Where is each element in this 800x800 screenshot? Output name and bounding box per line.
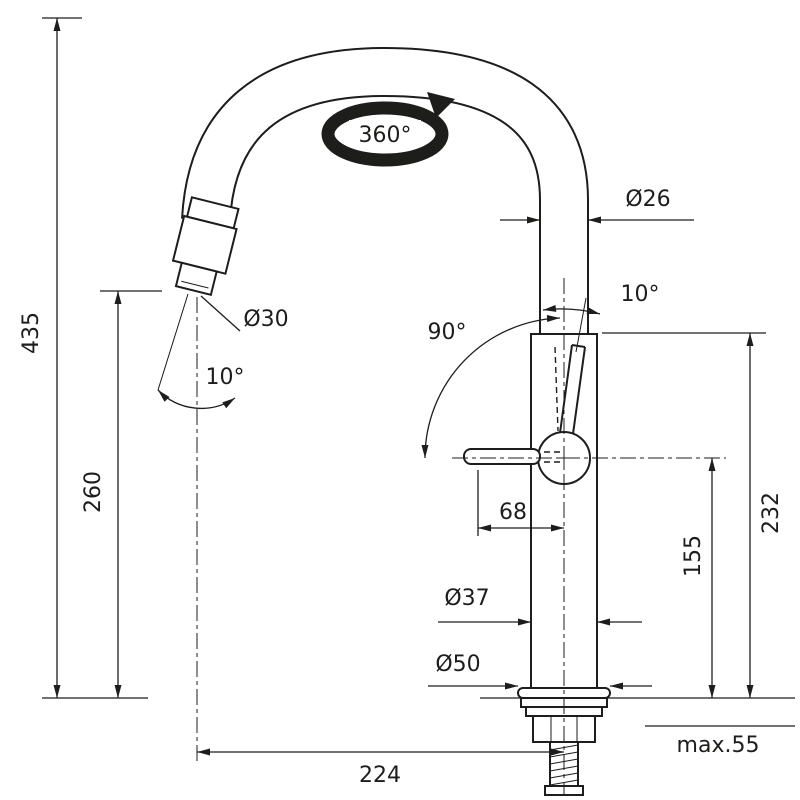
dimension-total-height: 435 [19, 17, 82, 698]
spray-head-diameter-label: Ø30 [243, 307, 288, 332]
spray-head-tilt-label: 10° [206, 365, 245, 390]
dimension-base-diameter: Ø50 [428, 652, 652, 690]
rotation-symbol: 360° [321, 92, 455, 167]
dimension-handle-axis-height: 155 [681, 458, 716, 698]
swivel-range-label: 360° [359, 123, 412, 148]
dimension-body-top-height: 232 [602, 332, 784, 698]
max-deck-thickness-label: max.55 [677, 733, 760, 758]
handle-length-label: 68 [499, 500, 527, 525]
centerlines [196, 278, 726, 796]
spout-reach-label: 224 [359, 763, 401, 788]
dimension-spout-reach: 224 [197, 748, 564, 788]
dimension-body-diameter: Ø37 [438, 586, 642, 626]
body-top-height-label: 232 [759, 492, 784, 534]
dimension-tube-diameter: Ø26 [500, 187, 694, 224]
dimension-spray-head-diameter: Ø30 [200, 295, 289, 332]
total-height-label: 435 [19, 312, 44, 354]
handle-axis-height-label: 155 [681, 535, 706, 577]
rotation-arrow-icon [427, 92, 455, 118]
tube-diameter-label: Ø26 [625, 187, 670, 212]
handle-arc-label: 90° [428, 320, 467, 345]
dimension-handle-length: 68 [477, 470, 564, 536]
dimension-handle-tilt: 10° [542, 282, 660, 315]
dimension-spray-head-tilt: 10° [157, 293, 245, 410]
base-diameter-label: Ø50 [435, 652, 480, 677]
spray-head [171, 196, 240, 297]
dimension-max-deck-thickness: max.55 [645, 725, 795, 758]
handle-lever [463, 448, 541, 465]
dimension-spout-outlet-height: 260 [81, 290, 162, 698]
spout-gooseneck-tube [181, 46, 589, 342]
dimension-handle-arc: 90° [421, 314, 561, 459]
body-diameter-label: Ø37 [444, 586, 489, 611]
handle-tilt-label: 10° [621, 282, 660, 307]
spout-outlet-height-label: 260 [81, 471, 106, 513]
